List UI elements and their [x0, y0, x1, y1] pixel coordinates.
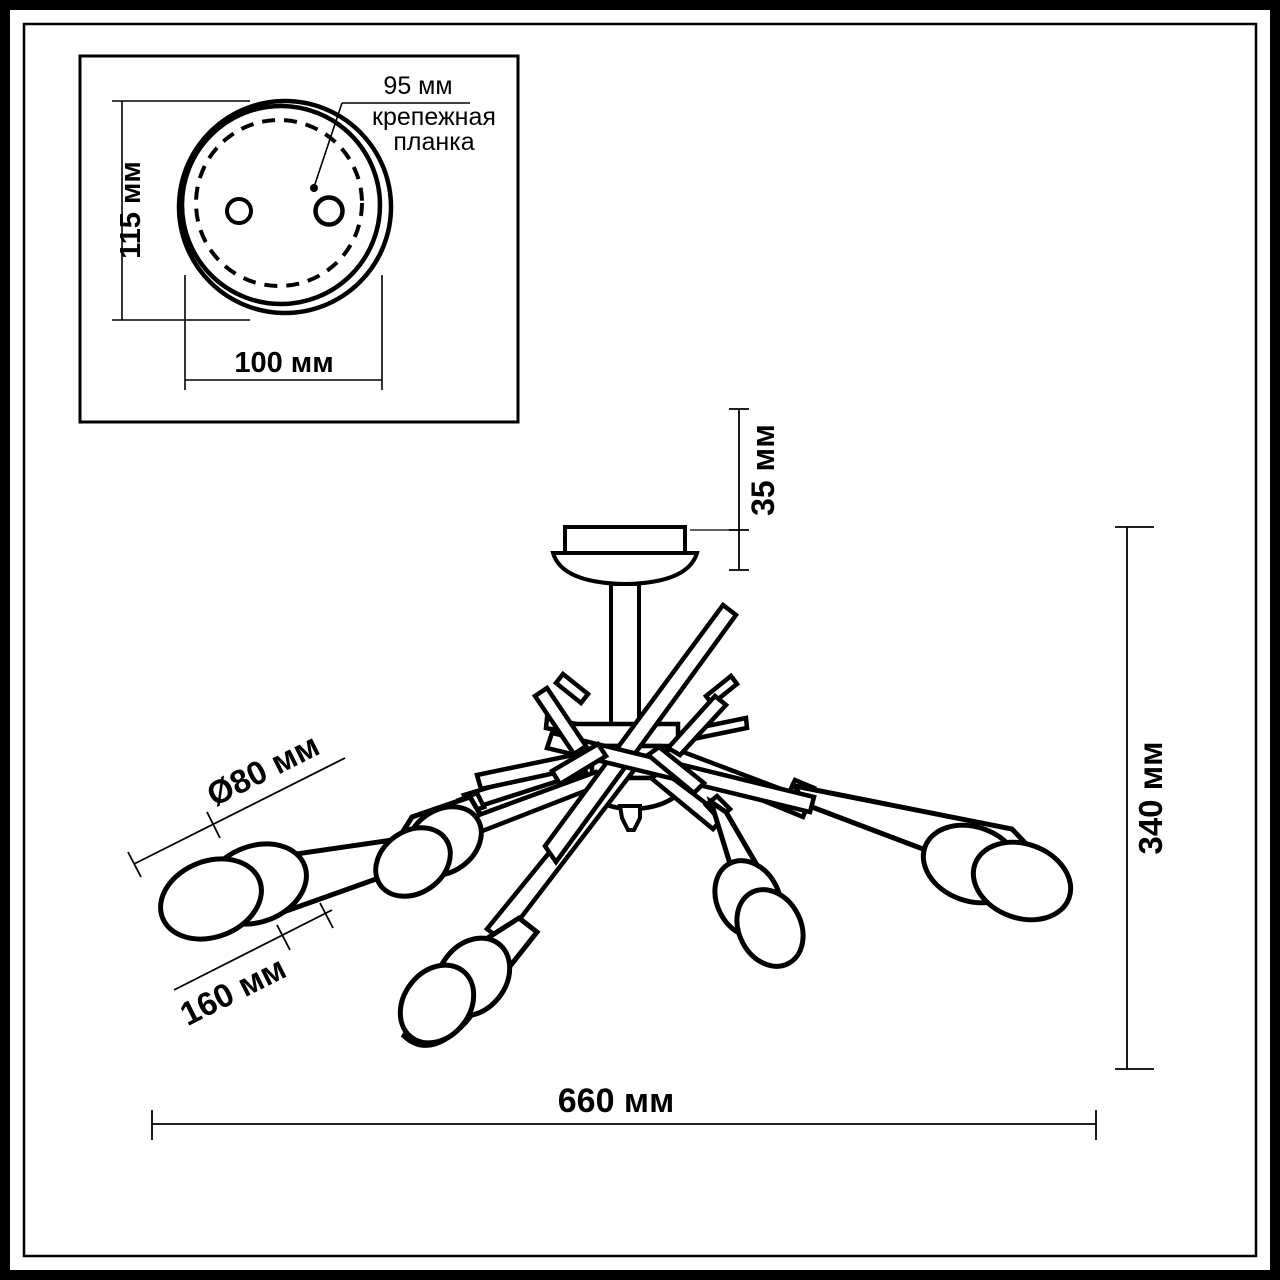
dim-340-label: 340 мм: [1132, 741, 1169, 854]
shade-mouth-front-4: [734, 887, 806, 969]
callout-line1: крепежная: [372, 103, 496, 131]
dim-100-group: 100 мм: [184, 275, 383, 390]
canopy-plate: [563, 525, 687, 555]
dim-95-label: 95 мм: [383, 72, 452, 100]
dim-660-label: 660 мм: [558, 1082, 674, 1120]
arm-shade-right-outer: [658, 744, 1074, 923]
dim-340-group: 340 мм: [1115, 526, 1169, 1070]
canopy-outer-circle: [176, 98, 394, 316]
callout-line2: планка: [393, 128, 474, 156]
shade-mouth-front-1: [158, 856, 264, 942]
dim-115-group: 115 мм: [112, 100, 250, 321]
screw-hole-left: [225, 197, 253, 225]
canopy-stem: [609, 582, 641, 726]
dim-115-label: 115 мм: [115, 161, 147, 259]
shade-mouth-front-5: [970, 839, 1074, 923]
dim-35-group: 35 мм: [690, 408, 781, 571]
canopy-top-view-detail: 115 мм 100 мм 95 мм крепежная планка: [112, 72, 496, 390]
arm-bar-upper-right: [542, 601, 740, 866]
hub-accent-bars: [548, 740, 708, 797]
chandelier-front-view: [158, 525, 1074, 1048]
canopy-assembly: [550, 525, 700, 726]
detail-inset-box: [78, 54, 520, 424]
arm-shade-left-inner: [373, 757, 590, 899]
dim-35-label: 35 мм: [745, 424, 781, 516]
canopy-inner-circle: [179, 103, 383, 307]
arm-bar-upper-left: [531, 684, 590, 758]
hub-finial: [617, 804, 642, 832]
mounting-plate-callout: крепежная планка: [372, 103, 496, 156]
dim-660-group: 660 мм: [151, 1082, 1097, 1140]
arm-bar-6: [542, 601, 740, 866]
arm-shade-bottom-right: [647, 768, 806, 969]
screw-hole-right: [313, 195, 345, 227]
dim-95-group: 95 мм: [310, 72, 470, 192]
arm-bar-9: [664, 692, 730, 758]
arm-bar-upper-right-short: [664, 692, 730, 758]
shade-mouth-front-3: [397, 962, 477, 1046]
arm-bar-8: [531, 684, 590, 758]
shade-mouth-front-2: [373, 825, 453, 899]
mounting-plate-dashed-circle: [194, 118, 364, 288]
dim-100-label: 100 мм: [234, 347, 333, 379]
